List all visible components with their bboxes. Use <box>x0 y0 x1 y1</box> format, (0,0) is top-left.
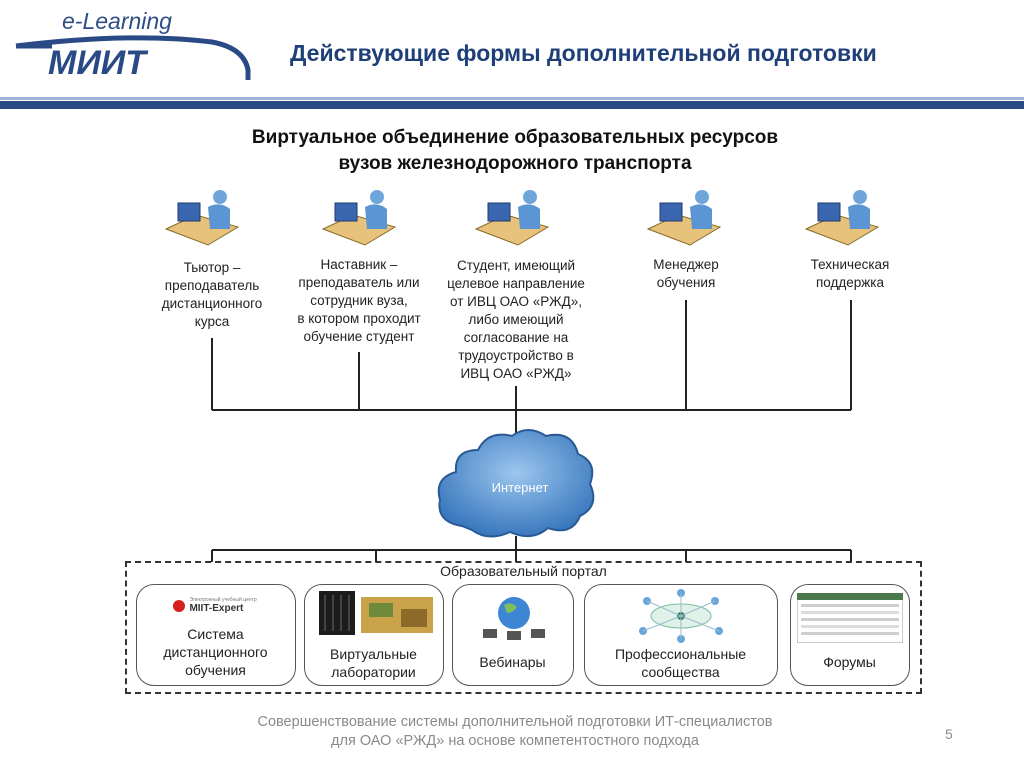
server-and-lab-image <box>319 591 433 635</box>
card-distance-learning[interactable]: Электронный учебный центр MIIT-Expert Си… <box>136 584 296 686</box>
person-at-computer-icon <box>321 190 397 246</box>
person-at-computer-icon <box>646 190 722 246</box>
card-forums[interactable]: Форумы <box>790 584 910 686</box>
person-at-computer-icon <box>164 190 240 246</box>
diagram-title: Виртуальное объединение образовательных … <box>150 125 880 177</box>
miit-logo: МИИТ <box>15 35 251 82</box>
card-forums-label: Форумы <box>823 654 876 670</box>
card-webinars-label: Вебинары <box>479 654 546 670</box>
diagram-title-line2: вузов железнодорожного транспорта <box>338 153 692 174</box>
footer-caption: Совершенствование системы дополнительной… <box>257 714 773 749</box>
internet-cloud-icon <box>437 429 595 538</box>
internet-label: Интернет <box>491 480 549 495</box>
diagram-title-line1: Виртуальное объединение образовательных … <box>251 127 779 148</box>
header-divider-light <box>0 97 1024 100</box>
forum-screenshot-image <box>797 593 903 643</box>
education-portal-frame <box>125 561 922 694</box>
globe-network-icon <box>483 597 545 640</box>
logo-elearning-text: e-Learning <box>62 8 172 34</box>
page-title: Действующие формы дополнительной подгото… <box>290 40 877 66</box>
person-at-computer-icon <box>804 190 880 246</box>
header-divider <box>0 101 1024 109</box>
card-webinars[interactable]: Вебинары <box>452 584 574 686</box>
person-at-computer-icon <box>474 190 550 246</box>
miit-expert-logo: Электронный учебный центр MIIT-Expert <box>173 597 293 615</box>
page-number: 5 <box>945 726 953 742</box>
community-network-icon <box>639 589 723 643</box>
portal-title: Образовательный портал <box>440 563 607 579</box>
logo-miit-text: МИИТ <box>48 44 149 82</box>
